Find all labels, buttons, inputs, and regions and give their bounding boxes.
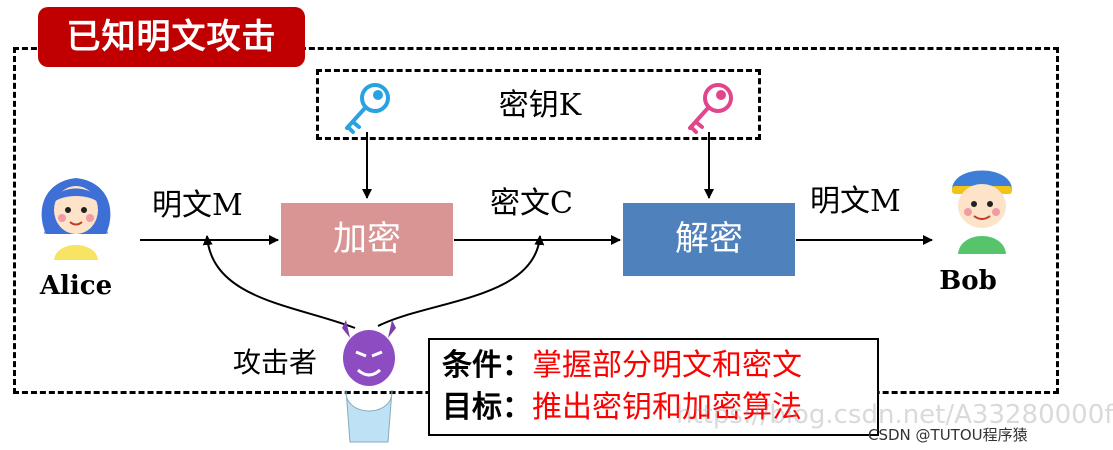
attacker-tap-ciphertext-curve	[377, 235, 545, 327]
attacker-label: 攻击者	[233, 346, 318, 379]
blue-key-icon	[345, 83, 390, 134]
diagram-title: 已知明文攻击	[38, 7, 305, 67]
pink-key-icon	[688, 83, 733, 134]
plaintext-output-label: 明文M	[810, 184, 901, 219]
key-label: 密钥K	[498, 88, 582, 123]
attacker-tap-plaintext-curve	[202, 235, 356, 329]
alice-name: Alice	[39, 271, 113, 301]
attacker-devil-icon	[342, 320, 396, 443]
watermark: https://blog.csdn.net/A33280000f	[676, 400, 1113, 430]
goal-value: 推出密钥和加密算法	[532, 390, 802, 425]
decrypt-box: 解密	[623, 203, 795, 276]
credit-text: CSDN @TUTOU程序猿	[868, 426, 1028, 444]
encrypt-box: 加密	[281, 203, 453, 276]
bob-name: Bob	[939, 266, 997, 296]
plaintext-input-label: 明文M	[152, 188, 243, 223]
conditions-value: 掌握部分明文和密文	[532, 348, 802, 383]
goal-row: 目标：推出密钥和加密算法	[442, 388, 802, 428]
attack-info-box: 条件：掌握部分明文和密文 目标：推出密钥和加密算法	[428, 338, 879, 436]
goal-label: 目标：	[442, 390, 532, 425]
conditions-row: 条件：掌握部分明文和密文	[442, 346, 802, 386]
connector-layer	[41, 83, 1012, 443]
ciphertext-label: 密文C	[490, 186, 573, 221]
bob-icon	[952, 170, 1012, 254]
key-box	[316, 69, 761, 140]
conditions-label: 条件：	[442, 348, 532, 383]
alice-icon	[41, 178, 111, 260]
